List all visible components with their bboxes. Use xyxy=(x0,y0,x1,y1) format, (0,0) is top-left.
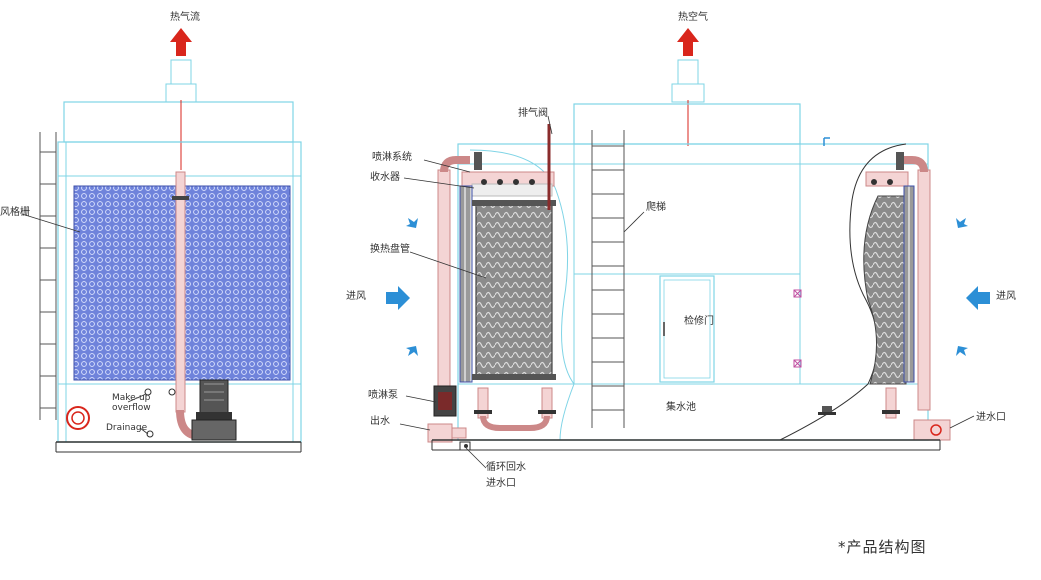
label-outlet: 出水 xyxy=(370,414,390,427)
label-inlet-port: 进水口 xyxy=(486,477,516,489)
figure-caption: *产品结构图 xyxy=(838,538,927,556)
label-spray-pump: 喷淋泵 xyxy=(368,388,398,401)
label-inspection-door: 检修门 xyxy=(684,314,714,327)
label-drainage: Drainage xyxy=(106,423,148,433)
pump-left xyxy=(191,379,237,441)
air-inlet-arrow-left xyxy=(386,286,410,310)
exhaust-arrow-left xyxy=(170,28,192,56)
label-spray-system: 喷淋系统 xyxy=(372,150,412,163)
label-air-louver: 风格栅 xyxy=(0,205,30,218)
label-overflow: overflow xyxy=(112,403,151,413)
label-water-collector: 收水器 xyxy=(370,170,400,183)
left-tower-view xyxy=(21,28,302,453)
inspection-door xyxy=(659,275,715,383)
label-hot-air-left: 热气流 xyxy=(170,10,200,23)
label-circulation-return: 循环回水 xyxy=(486,460,526,473)
label-makeup: Make-up xyxy=(112,393,151,403)
cutaway-boundary-left xyxy=(469,149,575,441)
label-inlet-right: 进水口 xyxy=(976,411,1006,423)
riser-pipe-left xyxy=(175,171,186,413)
air-inlet-arrow-right xyxy=(966,286,990,310)
label-hot-air-right: 热空气 xyxy=(678,10,708,23)
right-tower-view xyxy=(386,28,990,469)
drain-port xyxy=(66,406,90,430)
label-air-inlet-right: 进风 xyxy=(996,290,1016,302)
label-water-tank: 集水池 xyxy=(666,400,696,413)
cutaway-boundary-right xyxy=(779,143,907,441)
label-heat-exchange-coil: 换热盘管 xyxy=(370,242,410,255)
label-exhaust-valve: 排气阀 xyxy=(518,106,548,119)
heat-exchange-coil-left xyxy=(475,203,553,377)
spray-pump xyxy=(433,385,457,417)
label-air-inlet-left: 进风 xyxy=(346,290,366,302)
ladder-right xyxy=(591,130,625,428)
label-ladder: 爬梯 xyxy=(646,200,666,213)
exhaust-arrow-right xyxy=(677,28,699,56)
ladder-left xyxy=(39,132,57,420)
